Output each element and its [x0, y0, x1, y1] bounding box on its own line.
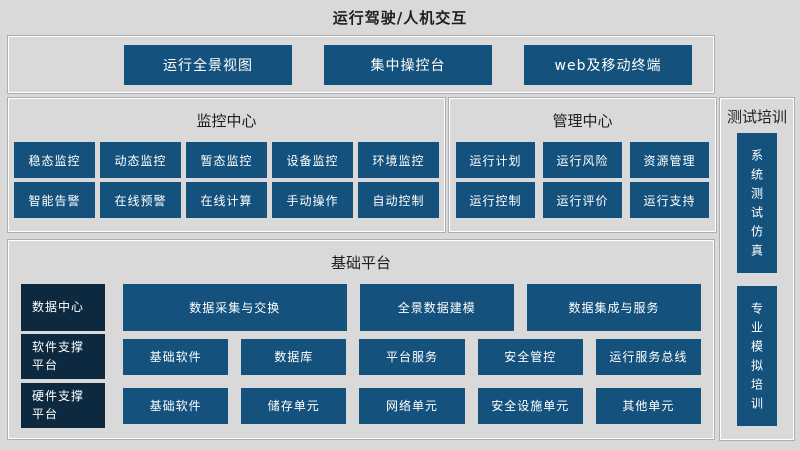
- tile-manual-operation[interactable]: 手动操作: [272, 182, 353, 218]
- row-label-data-center: 数据中心: [21, 284, 105, 331]
- tile-security-control[interactable]: 安全管控: [477, 338, 583, 375]
- tile-operation-service-bus[interactable]: 运行服务总线: [595, 338, 702, 375]
- tile-dynamic-monitoring[interactable]: 动态监控: [100, 142, 181, 178]
- row-label-hardware-support-platform: 硬件支撑 平台: [21, 383, 105, 428]
- tile-resource-management[interactable]: 资源管理: [630, 142, 709, 178]
- test-training-title: 测试培训: [726, 107, 787, 126]
- tile-operation-evaluation[interactable]: 运行评价: [543, 182, 622, 218]
- tile-network-unit[interactable]: 网络单元: [359, 387, 465, 424]
- base-platform-panel: 基础平台 数据中心 数据采集与交换 全景数据建模 数据集成与服务 软件支撑 平台…: [8, 240, 714, 439]
- tile-online-warning[interactable]: 在线预警: [100, 182, 181, 218]
- monitoring-row-1: 稳态监控 动态监控 暂态监控 设备监控 环境监控: [14, 142, 439, 178]
- base-row-software-support: 软件支撑 平台 基础软件 数据库 平台服务 安全管控 运行服务总线: [21, 334, 702, 379]
- base-platform-title: 基础平台: [330, 254, 391, 272]
- tile-data-integration-services[interactable]: 数据集成与服务: [526, 284, 701, 331]
- tile-online-calculation[interactable]: 在线计算: [186, 182, 267, 218]
- base-row-hardware-support: 硬件支撑 平台 基础软件 储存单元 网络单元 安全设施单元 其他单元: [21, 383, 702, 428]
- row-label-software-support-platform: 软件支撑 平台: [21, 334, 105, 379]
- tile-system-test-simulation[interactable]: 系统测试仿真: [737, 133, 777, 273]
- test-training-panel: 测试培训 系统测试仿真 专业模拟培训: [720, 98, 794, 440]
- management-row-1: 运行计划 运行风险 资源管理: [456, 142, 709, 178]
- tile-other-unit[interactable]: 其他单元: [595, 387, 702, 424]
- page-title: 运行驾驶/人机交互: [332, 9, 468, 27]
- tile-equipment-monitoring[interactable]: 设备监控: [272, 142, 353, 178]
- monitoring-center-panel: 监控中心 稳态监控 动态监控 暂态监控 设备监控 环境监控 智能告警 在线预警 …: [8, 98, 445, 232]
- tile-data-collection-exchange[interactable]: 数据采集与交换: [123, 284, 347, 331]
- tile-environment-monitoring[interactable]: 环境监控: [358, 142, 439, 178]
- tile-central-console[interactable]: 集中操控台: [324, 44, 492, 85]
- tile-steady-state-monitoring[interactable]: 稳态监控: [14, 142, 95, 178]
- tile-operation-support[interactable]: 运行支持: [630, 182, 709, 218]
- tile-basic-software-hw[interactable]: 基础软件: [123, 387, 229, 424]
- top-hmi-panel: 运行全景视图 集中操控台 web及移动终端: [8, 36, 714, 93]
- monitoring-row-2: 智能告警 在线预警 在线计算 手动操作 自动控制: [14, 182, 439, 218]
- base-row-data-center: 数据中心 数据采集与交换 全景数据建模 数据集成与服务: [21, 284, 701, 331]
- tile-database[interactable]: 数据库: [241, 338, 347, 375]
- tile-web-mobile-terminal[interactable]: web及移动终端: [524, 44, 692, 85]
- tile-operation-plan[interactable]: 运行计划: [456, 142, 535, 178]
- tile-platform-services[interactable]: 平台服务: [359, 338, 465, 375]
- tile-operation-panorama-view[interactable]: 运行全景视图: [124, 44, 292, 85]
- management-row-2: 运行控制 运行评价 运行支持: [456, 182, 709, 218]
- tile-security-facility-unit[interactable]: 安全设施单元: [477, 387, 583, 424]
- tile-automatic-control[interactable]: 自动控制: [358, 182, 439, 218]
- tile-storage-unit[interactable]: 储存单元: [241, 387, 347, 424]
- tile-panoramic-data-modeling[interactable]: 全景数据建模: [359, 284, 514, 331]
- tile-operation-control[interactable]: 运行控制: [456, 182, 535, 218]
- tile-intelligent-alarm[interactable]: 智能告警: [14, 182, 95, 218]
- tile-basic-software[interactable]: 基础软件: [123, 338, 229, 375]
- management-center-title: 管理中心: [552, 112, 613, 130]
- management-center-panel: 管理中心 运行计划 运行风险 资源管理 运行控制 运行评价 运行支持: [449, 98, 716, 232]
- monitoring-center-title: 监控中心: [196, 112, 257, 130]
- tile-operation-risk[interactable]: 运行风险: [543, 142, 622, 178]
- tile-professional-simulation-training[interactable]: 专业模拟培训: [737, 286, 777, 426]
- tile-transient-monitoring[interactable]: 暂态监控: [186, 142, 267, 178]
